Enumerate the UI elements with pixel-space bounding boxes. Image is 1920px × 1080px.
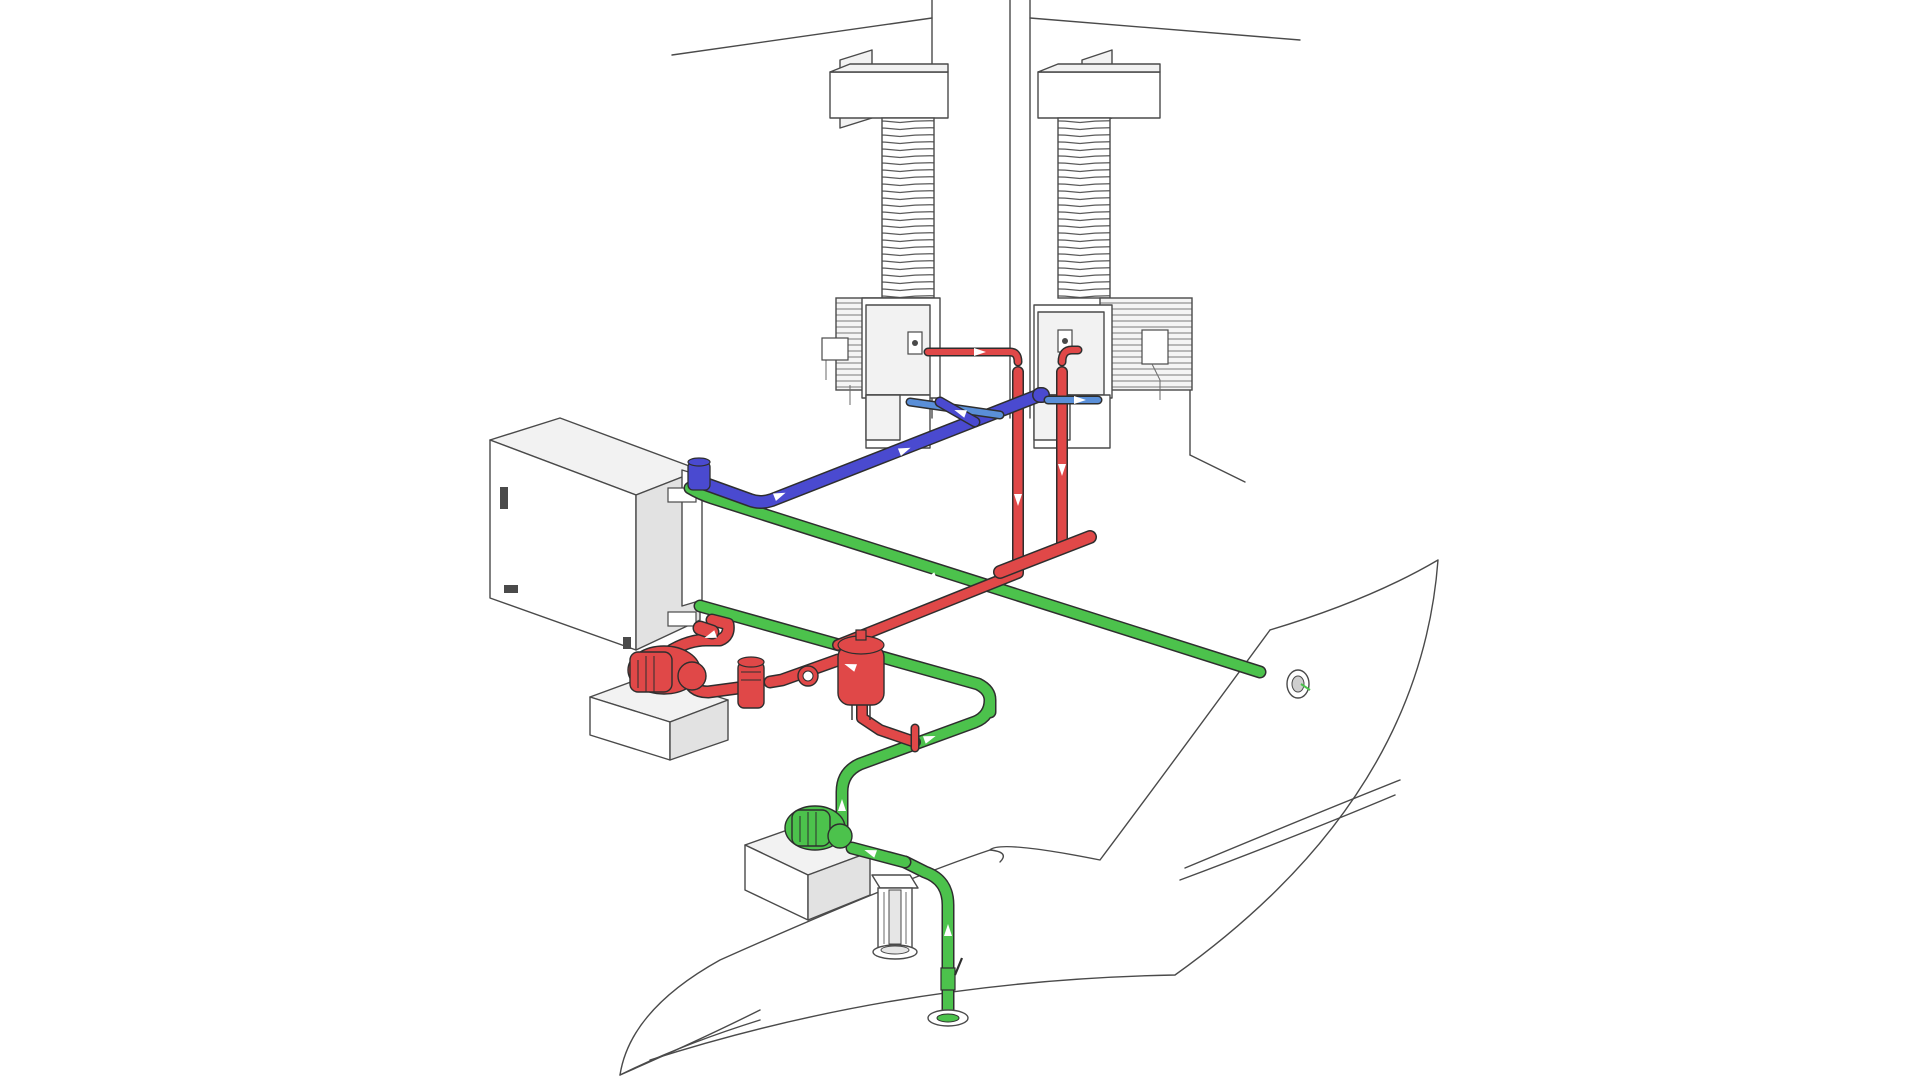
seawater-supply-pipe — [695, 601, 995, 831]
seawater-pump-inlet-pipe — [847, 843, 910, 867]
air-handler-icon — [821, 297, 941, 449]
flow-arrow — [974, 348, 986, 356]
flow-arrow — [754, 640, 768, 649]
flow-arrow — [1058, 464, 1066, 476]
flow-arrow — [954, 409, 968, 418]
flow-arrow — [897, 447, 911, 456]
return-strainer-icon — [687, 457, 711, 491]
ceiling-outlet-right — [1037, 49, 1161, 129]
flex-duct-left — [881, 117, 935, 299]
pressure-gauge-icon — [797, 665, 819, 687]
flow-arrow — [864, 849, 878, 858]
flow-arrow — [1132, 614, 1146, 623]
chilled-chiller-outlet — [694, 622, 718, 638]
flow-arrow — [922, 735, 936, 744]
flow-arrow — [822, 516, 836, 525]
flow-arrow — [1014, 494, 1022, 506]
chilled-drain-pipe — [857, 700, 920, 747]
seawater-overboard-pipe — [685, 483, 1265, 677]
flow-arrow — [924, 572, 938, 581]
flow-arrow — [704, 630, 718, 639]
chilled-header-pipe — [994, 531, 1096, 578]
flow-arrow — [944, 924, 952, 936]
flow-arrow — [1074, 396, 1086, 404]
flow-arrows — [704, 348, 1146, 936]
pump-base-red — [589, 674, 729, 761]
chilled-pump-outlet-pipe — [667, 615, 734, 655]
flow-arrow — [772, 492, 786, 501]
seawater-intake-pipe — [900, 857, 953, 1017]
circulation-pump-icon — [627, 645, 707, 695]
flow-arrow — [838, 799, 846, 811]
overboard-discharge-icon — [1286, 669, 1311, 699]
expansion-tank-icon — [837, 629, 885, 720]
chilled-tank-pipe — [765, 655, 843, 687]
flow-arrow — [844, 663, 858, 672]
hull-outline — [619, 559, 1439, 1076]
flex-duct-right — [1057, 117, 1111, 299]
strainer-icon — [737, 656, 765, 709]
ceiling-outlet-left — [829, 49, 949, 129]
seawater-pump-icon — [784, 805, 853, 851]
flow-arrow — [962, 559, 976, 568]
air-handler-right — [1033, 49, 1193, 449]
air-handler-right-supply — [1059, 347, 1081, 365]
sea-strainer-icon — [871, 874, 919, 960]
chiller-unit-icon — [489, 417, 703, 651]
air-handler-left — [821, 49, 949, 449]
air-handler-left-supply — [925, 349, 1021, 365]
seacock-icon — [927, 957, 969, 1027]
return-header-pipe — [694, 389, 1046, 508]
